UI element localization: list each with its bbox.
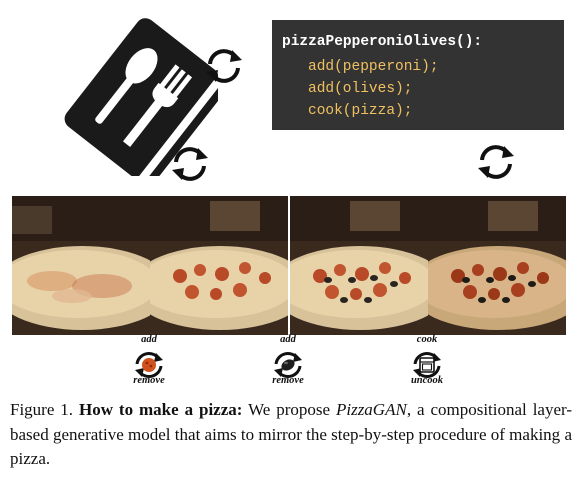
step-label-remove: remove (133, 375, 165, 386)
code-function-name: pizzaPepperoniOlives(): (282, 34, 483, 50)
pepperoni-cycle-icon (135, 352, 163, 378)
code-line-pepperoni: add(pepperoni); (308, 59, 439, 75)
pizza-photo-cooked (428, 196, 566, 335)
code-panel: pizzaPepperoniOlives(): add(pepperoni); … (272, 20, 564, 130)
cycle-arrows-icon (206, 49, 242, 83)
step-label-add: add (141, 334, 157, 345)
step-label-cook: cook (416, 334, 438, 345)
caption-text-after: , a compositional layer-based generative… (10, 400, 572, 468)
olive-cycle-icon (274, 352, 302, 378)
caption-bold-title: How to make a pizza: (78, 400, 243, 419)
pizza-photo-pepperoni-olives (290, 196, 428, 335)
code-line-olives: add(olives); (308, 81, 413, 97)
cookbook-icon (64, 18, 218, 176)
step-label-remove: remove (272, 375, 304, 386)
oven-cycle-icon (413, 352, 441, 378)
cycle-arrows-icon (172, 147, 208, 181)
figure-label: Figure 1. (10, 400, 74, 419)
pizza-photo-plain (12, 196, 150, 335)
step-label-uncook: uncook (410, 375, 444, 386)
code-line-cook: cook(pizza); (308, 103, 413, 119)
pizza-photo-pepperoni (150, 196, 288, 335)
step-label-add: add (280, 334, 296, 345)
cycle-arrows-icon (478, 145, 514, 179)
caption-text-before: We propose (248, 400, 331, 419)
model-name: PizzaGAN (335, 400, 407, 419)
figure-caption: Figure 1. How to make a pizza: We propos… (10, 398, 572, 472)
